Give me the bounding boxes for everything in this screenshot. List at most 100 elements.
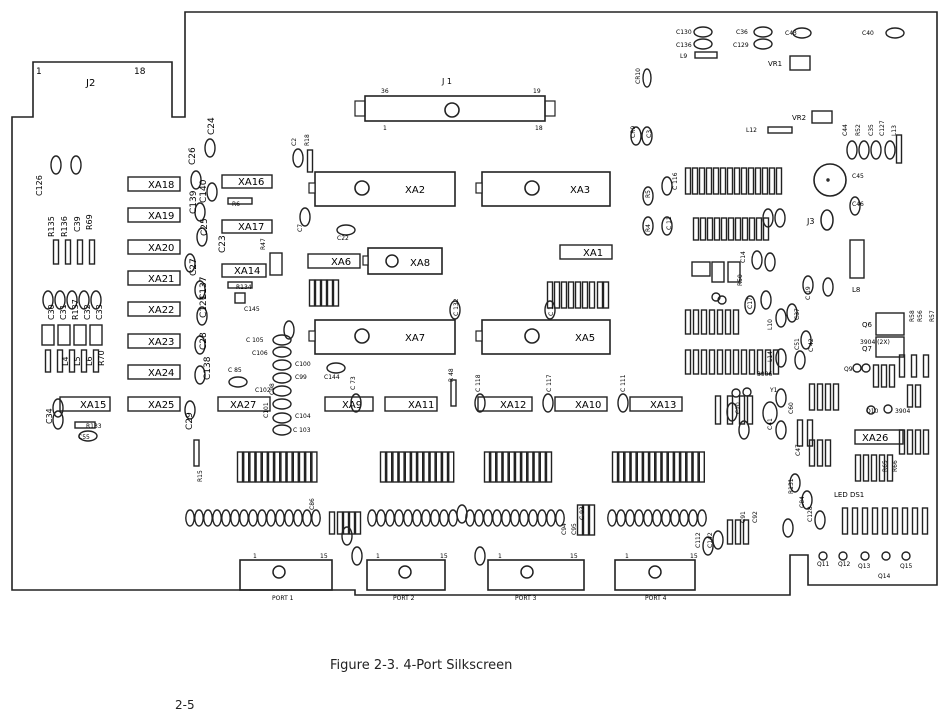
svg-text:C47: C47 [795, 444, 802, 456]
resistor [386, 451, 393, 483]
svg-text:C60: C60 [788, 402, 795, 414]
resistor [898, 354, 906, 378]
resistor [748, 217, 756, 241]
svg-text:J3: J3 [806, 217, 814, 226]
resistor [305, 451, 312, 483]
left-ic-xa19: XA19 [127, 207, 181, 223]
svg-text:L9: L9 [680, 53, 687, 60]
svg-text:C 93: C 93 [579, 506, 586, 520]
resistor [841, 507, 849, 535]
resistor [898, 429, 906, 455]
svg-text:C92: C92 [752, 511, 759, 523]
resistor [502, 451, 509, 483]
medium-ic-xa26: XA26 [854, 429, 904, 445]
svg-text:XA15: XA15 [80, 400, 106, 411]
svg-text:C29: C29 [185, 412, 195, 430]
resistor [398, 451, 405, 483]
resistor [581, 281, 589, 309]
svg-text:C33: C33 [95, 304, 104, 320]
svg-text:XA16: XA16 [238, 177, 264, 188]
svg-text:C 19: C 19 [805, 286, 812, 300]
resistor [832, 383, 840, 411]
svg-text:1: 1 [376, 553, 380, 560]
svg-text:19: 19 [533, 88, 541, 95]
capacitor [537, 509, 547, 527]
svg-text:XA11: XA11 [408, 400, 434, 411]
capacitor [744, 295, 756, 315]
resistor [280, 451, 287, 483]
resistor [733, 167, 741, 195]
resistor [236, 451, 244, 483]
capacitor [421, 509, 431, 527]
capacitor [272, 412, 292, 424]
svg-text:C27: C27 [189, 258, 199, 276]
resistor [756, 349, 764, 375]
resistor [490, 451, 497, 483]
connector-j3: J3 [806, 163, 847, 231]
resistor [527, 451, 534, 483]
capacitor [90, 290, 102, 310]
capacitor [311, 509, 321, 527]
svg-text:C136: C136 [676, 42, 692, 49]
svg-text:C94: C94 [561, 523, 568, 535]
svg-text:XA20: XA20 [148, 243, 174, 254]
resistor [808, 383, 816, 411]
svg-text:C44: C44 [842, 124, 849, 136]
resistor [762, 217, 770, 241]
transistor [742, 387, 752, 397]
capacitor [196, 306, 208, 326]
svg-text:R50: R50 [737, 274, 744, 286]
svg-text:XA6: XA6 [331, 257, 351, 268]
svg-text:Q12: Q12 [838, 561, 851, 568]
resistor [667, 451, 674, 483]
capacitor [501, 509, 511, 527]
capacitor [616, 509, 626, 527]
resistor [404, 451, 411, 483]
resistor [906, 384, 914, 408]
resistor [910, 354, 918, 378]
svg-text:XA18: XA18 [148, 180, 174, 191]
resistor [716, 309, 724, 335]
resistor [724, 349, 732, 375]
resistor [227, 281, 253, 289]
svg-text:XA1: XA1 [583, 248, 603, 259]
capacitor [492, 509, 502, 527]
resistor [878, 454, 886, 482]
svg-text:R134: R134 [236, 284, 252, 291]
capacitor [272, 346, 292, 358]
resistor [862, 454, 870, 482]
resistor [673, 451, 681, 483]
svg-text:C23: C23 [218, 235, 228, 253]
svg-text:15: 15 [570, 553, 578, 560]
resistor [694, 51, 718, 59]
resistor [732, 309, 740, 335]
left-ic-xa24: XA24 [127, 364, 181, 380]
svg-text:Q13: Q13 [858, 563, 871, 570]
transistor [860, 551, 870, 561]
svg-text:XA24: XA24 [148, 368, 174, 379]
capacitor [204, 138, 216, 158]
svg-text:R66: R66 [892, 460, 899, 472]
small-ic-xa9: XA9 [324, 396, 374, 412]
svg-text:C126: C126 [35, 175, 44, 196]
capacitor [350, 393, 362, 413]
capacitor [789, 473, 801, 493]
capacitor [542, 393, 554, 413]
connector-j1: J 1 36 19 1 18 [354, 77, 556, 132]
resistor [732, 349, 740, 375]
resistor [514, 451, 522, 483]
capacitor [194, 335, 206, 355]
capacitor [403, 509, 413, 527]
resistor [560, 281, 568, 309]
svg-text:L6: L6 [85, 356, 94, 366]
svg-text:R15: R15 [197, 470, 204, 482]
svg-text:XA3: XA3 [570, 185, 590, 196]
capacitor [302, 509, 312, 527]
svg-text:C 111: C 111 [620, 374, 627, 392]
svg-text:XA10: XA10 [575, 400, 601, 411]
capacitor [351, 546, 363, 566]
resistor [734, 519, 742, 545]
resistor [706, 217, 714, 241]
capacitor [52, 410, 64, 430]
resistor [720, 217, 728, 241]
